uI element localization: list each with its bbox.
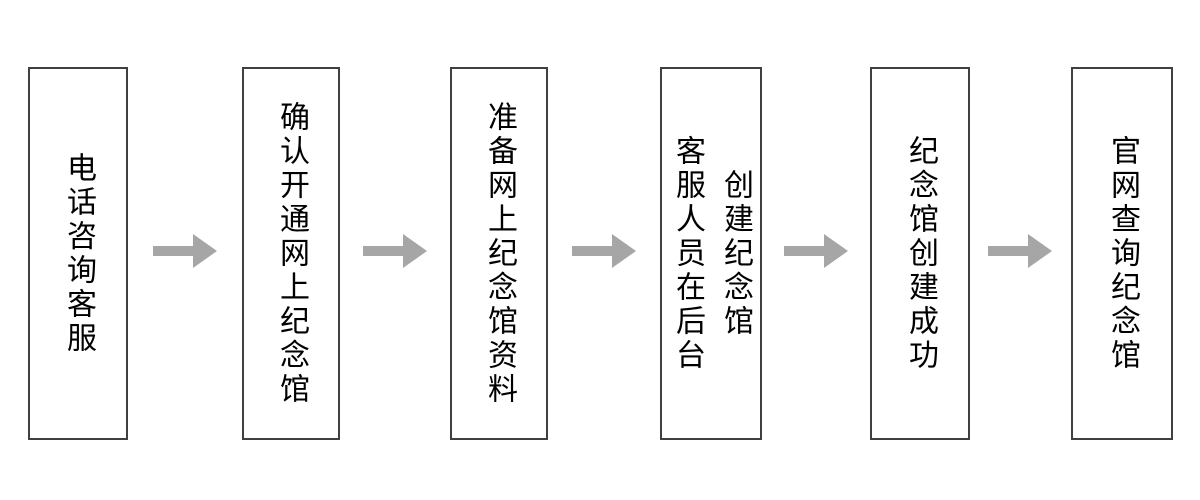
step-label: 官网查询纪念馆 <box>1106 134 1139 373</box>
arrow-right-icon <box>988 234 1052 268</box>
flow-step-3: 准备网上纪念馆资料 <box>450 67 548 440</box>
flow-step-2: 确认开通网上纪念馆 <box>242 67 340 440</box>
step-label: 纪念馆创建成功 <box>904 134 937 373</box>
arrow-right-icon <box>363 234 427 268</box>
flow-step-5: 纪念馆创建成功 <box>870 67 970 440</box>
flow-step-6: 官网查询纪念馆 <box>1071 67 1173 440</box>
arrow-right-icon <box>572 234 636 268</box>
step-label: 客服人员在后台 创建纪念馆 <box>671 134 752 373</box>
arrow-right-icon <box>153 234 217 268</box>
flow-step-1: 电话咨询客服 <box>28 67 128 440</box>
step-label: 准备网上纪念馆资料 <box>483 100 516 407</box>
step-label: 电话咨询客服 <box>62 151 95 356</box>
step-label: 确认开通网上纪念馆 <box>275 100 308 407</box>
arrow-right-icon <box>784 234 848 268</box>
flow-step-4: 客服人员在后台 创建纪念馆 <box>660 67 762 440</box>
